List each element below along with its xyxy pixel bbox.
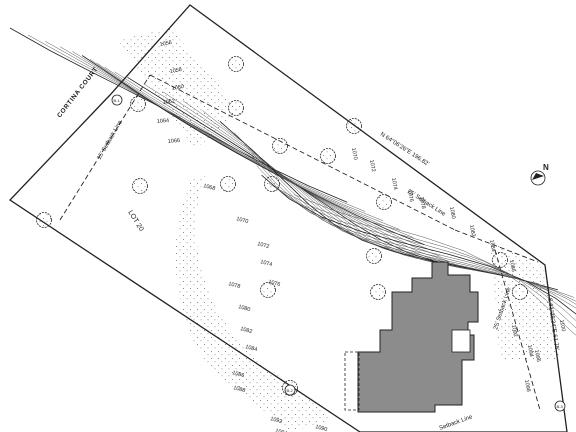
- lot-label: LOT 20: [126, 209, 144, 232]
- tree-icon: [272, 138, 288, 154]
- svg-text:B-1: B-1: [114, 98, 121, 103]
- contour-line: [256, 165, 576, 309]
- contour-line: [81, 55, 425, 246]
- contour-elevation-label: 1082: [468, 224, 476, 237]
- contour-elevation-label: 1100: [558, 319, 566, 332]
- boring-marker: B-3: [554, 400, 566, 412]
- contour-line: [233, 132, 575, 298]
- contour-line: [261, 174, 576, 315]
- contour-elevation-label: 1068: [202, 183, 215, 192]
- contour-line: [127, 76, 468, 269]
- contour-elevation-label: 1056: [159, 40, 172, 48]
- contour-elevation-label: 1084: [244, 344, 257, 353]
- setback-label-front: Setback Line: [439, 414, 474, 432]
- tree-icon: [36, 212, 52, 228]
- tree-icon: [376, 194, 392, 210]
- tree-icon: [370, 284, 386, 300]
- tree-icon: [228, 100, 244, 116]
- contour-line: [96, 62, 441, 257]
- setback-lines: [59, 74, 541, 411]
- contour-line: [44, 40, 384, 222]
- tree-icon: [228, 56, 244, 72]
- contour-elevation-label: 1074: [259, 259, 272, 268]
- contour-elevation-label: 1072: [368, 159, 376, 172]
- porch-outline: [451, 329, 471, 353]
- right-stipple: [490, 240, 560, 360]
- contour-labels: 1056 1058 1060 1062 1064 1066 1068 1070 1072 1074…: [157, 40, 566, 432]
- contour-elevation-label: 1070: [350, 147, 358, 160]
- contour-elevation-label: 1060: [171, 84, 184, 92]
- tree-icon: [492, 252, 508, 268]
- contour-line: [279, 189, 576, 329]
- boring-markers: B-1B-2B-3: [111, 94, 566, 412]
- property-boundary: [8, 4, 568, 432]
- contour-elevation-label: 1078: [418, 196, 426, 209]
- contour-elevation-label: 1084: [488, 239, 496, 252]
- contour-elevation-label: 1058: [169, 67, 182, 75]
- boring-marker: B-1: [111, 94, 123, 106]
- tree-icon: [130, 96, 146, 112]
- svg-text:B-2: B-2: [287, 388, 294, 393]
- contour-elevation-label: 1070: [235, 216, 248, 225]
- contour-line: [182, 100, 519, 279]
- contour-elevation-label: 1094: [526, 344, 534, 357]
- tree-icon: [346, 118, 362, 134]
- tree-icon: [220, 176, 236, 192]
- contour-elevation-label: 1092: [510, 324, 518, 337]
- contour-elevation-label: 1080: [448, 206, 456, 219]
- contour-elevation-label: 1072: [256, 241, 269, 250]
- tree-icon: [320, 148, 336, 164]
- contour-line: [72, 51, 414, 238]
- boring-marker: B-2: [284, 384, 296, 396]
- contour-elevation-label: 1076: [406, 189, 414, 202]
- contour-line: [294, 194, 576, 336]
- svg-text:B-3: B-3: [557, 404, 564, 409]
- contour-elevation-label: 1090: [314, 424, 327, 432]
- contour-elevation-label: 1082: [239, 326, 252, 335]
- contour-elevation-label: 1076: [267, 279, 280, 288]
- contour-line: [219, 121, 559, 291]
- tree-icon: [366, 248, 382, 264]
- street-name-label: CORTINA COURT: [56, 66, 100, 119]
- driveway-stipple: [175, 175, 330, 432]
- contour-elevation-label: 1066: [168, 138, 181, 145]
- contour-elevation-label: 1094: [274, 428, 287, 432]
- contour-line: [202, 110, 539, 284]
- tree-icon: [260, 282, 276, 298]
- contour-elevation-label: 1080: [237, 304, 250, 313]
- contour-elevation-label: 1062: [162, 98, 175, 106]
- tree-symbols: [36, 56, 528, 396]
- contour-lines: [9, 27, 576, 336]
- north-arrow-icon: N: [530, 163, 549, 186]
- contour-elevation-label: 1078: [227, 281, 240, 290]
- deck-outline: [344, 351, 360, 411]
- house-footprint[interactable]: [357, 261, 479, 413]
- contour-line: [104, 66, 448, 261]
- setback-label-left: 15' Setback Line: [97, 119, 125, 161]
- contour-elevation-label: 1086: [231, 370, 244, 379]
- contour-elevation-label: 1064: [157, 118, 170, 125]
- tree-icon: [132, 178, 148, 194]
- contour-line: [251, 155, 576, 305]
- tree-icon: [264, 176, 280, 192]
- north-arrow-label: N: [543, 163, 549, 172]
- contour-elevation-label: 1096: [533, 349, 541, 362]
- contour-line: [9, 27, 348, 203]
- contour-line: [27, 34, 366, 212]
- contour-elevation-label: 1074: [390, 177, 398, 190]
- contour-elevation-label: 1092: [269, 416, 282, 425]
- contour-elevation-label: 1088: [232, 385, 245, 394]
- contour-line: [268, 182, 576, 321]
- tree-icon: [512, 284, 528, 300]
- contour-elevation-label: 1086: [508, 259, 516, 272]
- contour-elevation-label: 1098: [523, 379, 531, 392]
